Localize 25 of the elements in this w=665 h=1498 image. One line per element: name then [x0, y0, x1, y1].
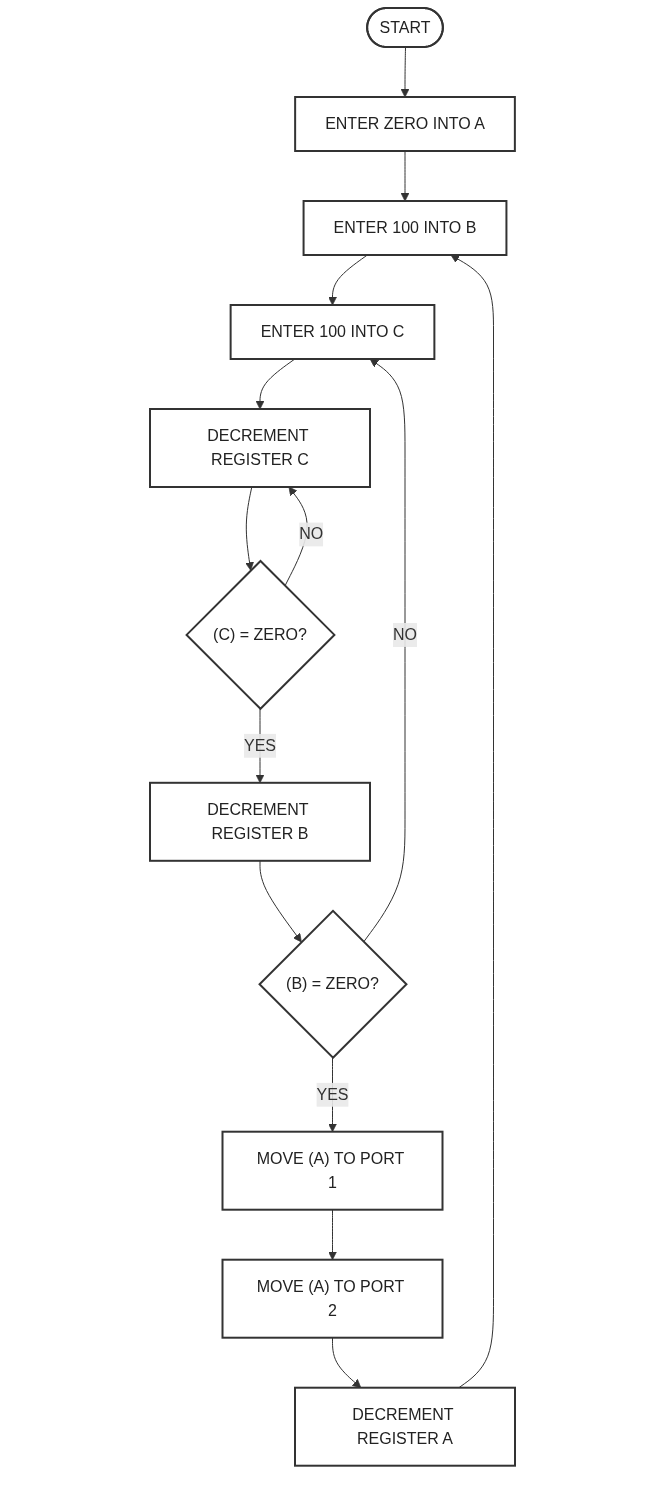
- node-box: DECREMENT REGISTER C: [149, 408, 371, 488]
- arrow: [259, 860, 302, 943]
- node-diamond: (C) = ZERO?: [185, 559, 336, 711]
- node-box: MOVE (A) TO PORT 1: [221, 1130, 444, 1211]
- node-box: ENTER 100 INTO B: [302, 200, 508, 256]
- node-box: ENTER ZERO INTO A: [294, 96, 516, 152]
- arrow: [328, 254, 368, 306]
- edge-label: YES: [243, 736, 277, 754]
- node-box: DECREMENT REGISTER B: [149, 781, 371, 862]
- edge-label: YES: [316, 1085, 349, 1103]
- edge-label: NO: [393, 625, 417, 643]
- arrow: [332, 1337, 362, 1389]
- node-box: MOVE (A) TO PORT 2: [221, 1258, 444, 1339]
- arrow: [245, 486, 254, 571]
- arrow: [255, 358, 296, 410]
- node-box: ENTER 100 INTO C: [229, 304, 436, 360]
- arrow: [284, 486, 308, 587]
- edge-label: NO: [299, 525, 324, 543]
- arrow: [363, 358, 406, 943]
- arrow: [328, 1209, 337, 1261]
- arrow: [400, 150, 410, 202]
- arrow: [400, 47, 410, 98]
- node-diamond: (B) = ZERO?: [258, 909, 408, 1060]
- arrow: [450, 254, 494, 1389]
- node-box: DECREMENT REGISTER A: [294, 1386, 516, 1467]
